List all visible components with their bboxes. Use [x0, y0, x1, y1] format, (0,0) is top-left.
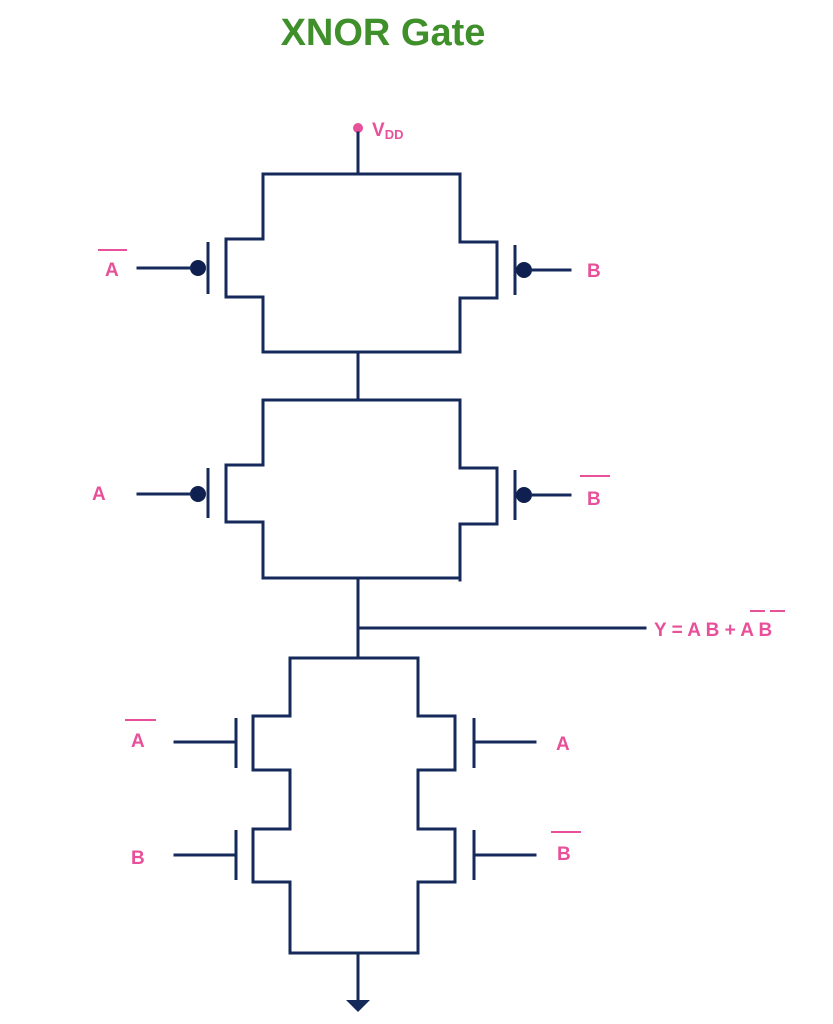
nmos-label-2: A — [556, 734, 570, 755]
pmos-parallel-block-top — [136, 172, 572, 354]
pmos-inversion-bubble — [516, 262, 532, 278]
nmos-network — [173, 656, 537, 955]
pmos-label-1: A — [98, 249, 127, 281]
pmos-label-4: B — [580, 475, 610, 510]
nmos-label-1: A — [125, 719, 156, 752]
svg-text:A: A — [105, 260, 119, 281]
pmos-parallel-block-bottom — [136, 398, 572, 582]
nmos-label-3: B — [131, 848, 145, 869]
svg-text:Y = A B + A B: Y = A B + A B — [654, 620, 772, 641]
svg-text:A: A — [131, 731, 145, 752]
vdd-label: VDD — [372, 120, 403, 142]
pmos-inversion-bubble — [516, 487, 532, 503]
svg-text:B: B — [587, 489, 601, 510]
page-title: XNOR Gate — [280, 12, 486, 54]
pmos-inversion-bubble — [190, 260, 206, 276]
output-expression: Y = A B + A B — [654, 610, 785, 641]
svg-text:B: B — [557, 844, 571, 865]
nmos-label-4: B — [551, 831, 581, 865]
vdd-node — [353, 123, 363, 133]
pmos-inversion-bubble — [190, 486, 206, 502]
ground-arrow-icon — [346, 1000, 370, 1012]
pmos-label-2: B — [587, 261, 601, 282]
pmos-label-3: A — [92, 484, 106, 505]
